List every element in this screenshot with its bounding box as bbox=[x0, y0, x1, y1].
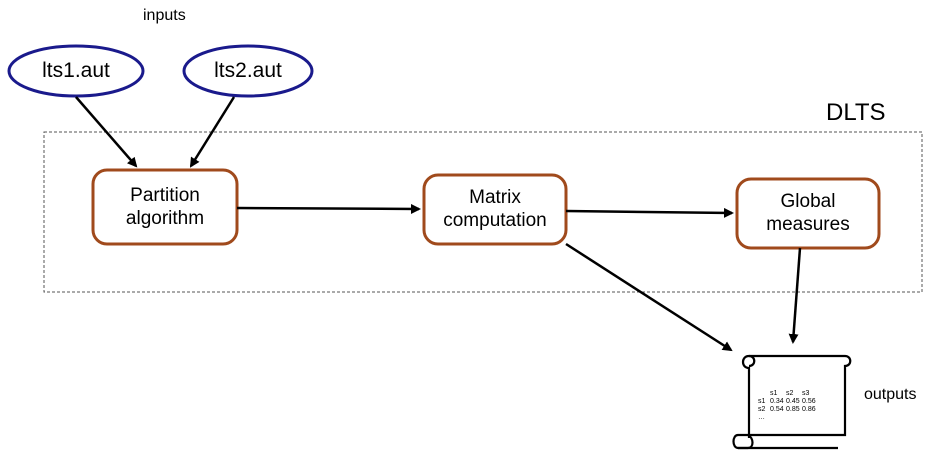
arrow-lts2-partition bbox=[189, 96, 236, 168]
global-box bbox=[735, 177, 881, 250]
lts1-oval bbox=[7, 44, 145, 98]
table-ellipsis: … bbox=[758, 414, 765, 421]
table-cell: 0.34 bbox=[770, 398, 784, 405]
global-label: Global measures bbox=[766, 191, 850, 235]
table-header-row: s1 s2 s3 bbox=[758, 390, 818, 398]
table-header-cell: s3 bbox=[802, 390, 810, 397]
partition-label: Partition algorithm bbox=[125, 185, 205, 229]
arrow-lts1-partition bbox=[75, 96, 138, 168]
lts2-label: lts2.aut bbox=[214, 59, 282, 82]
table-cell: 0.85 bbox=[786, 406, 800, 413]
matrix-label: Matrix computation bbox=[443, 187, 547, 231]
table-cell: 0.56 bbox=[802, 398, 816, 405]
arrow-matrix-global bbox=[565, 207, 734, 218]
table-cell: 0.45 bbox=[786, 398, 800, 405]
arrow-partition-matrix bbox=[236, 203, 421, 214]
arrow-global-outputs bbox=[788, 247, 802, 344]
outputs-label: outputs bbox=[864, 386, 917, 403]
dlts-label: DLTS bbox=[826, 99, 886, 126]
table-cell: 0.86 bbox=[802, 406, 816, 413]
table-header-cell: s1 bbox=[770, 390, 778, 397]
arrow-matrix-outputs bbox=[565, 242, 733, 352]
table-row: s1 0.34 0.45 0.56 bbox=[758, 398, 818, 406]
table-ellipsis-row: … bbox=[758, 414, 818, 422]
matrix-box bbox=[422, 173, 568, 246]
lts2-oval bbox=[182, 44, 314, 98]
inputs-label: inputs bbox=[143, 7, 186, 24]
output-table: s1 s2 s3 s1 0.34 0.45 0.56 s2 0.54 0.85 … bbox=[758, 390, 818, 422]
table-row: s2 0.54 0.85 0.86 bbox=[758, 406, 818, 414]
table-cell: s2 bbox=[758, 406, 766, 413]
partition-box bbox=[91, 168, 239, 246]
table-cell: 0.54 bbox=[770, 406, 784, 413]
dlts-frame bbox=[43, 131, 923, 293]
output-scroll-icon bbox=[732, 354, 852, 450]
table-header-cell: s2 bbox=[786, 390, 794, 397]
table-header-cell bbox=[758, 390, 770, 398]
lts1-label: lts1.aut bbox=[42, 59, 110, 82]
table-cell: s1 bbox=[758, 398, 766, 405]
